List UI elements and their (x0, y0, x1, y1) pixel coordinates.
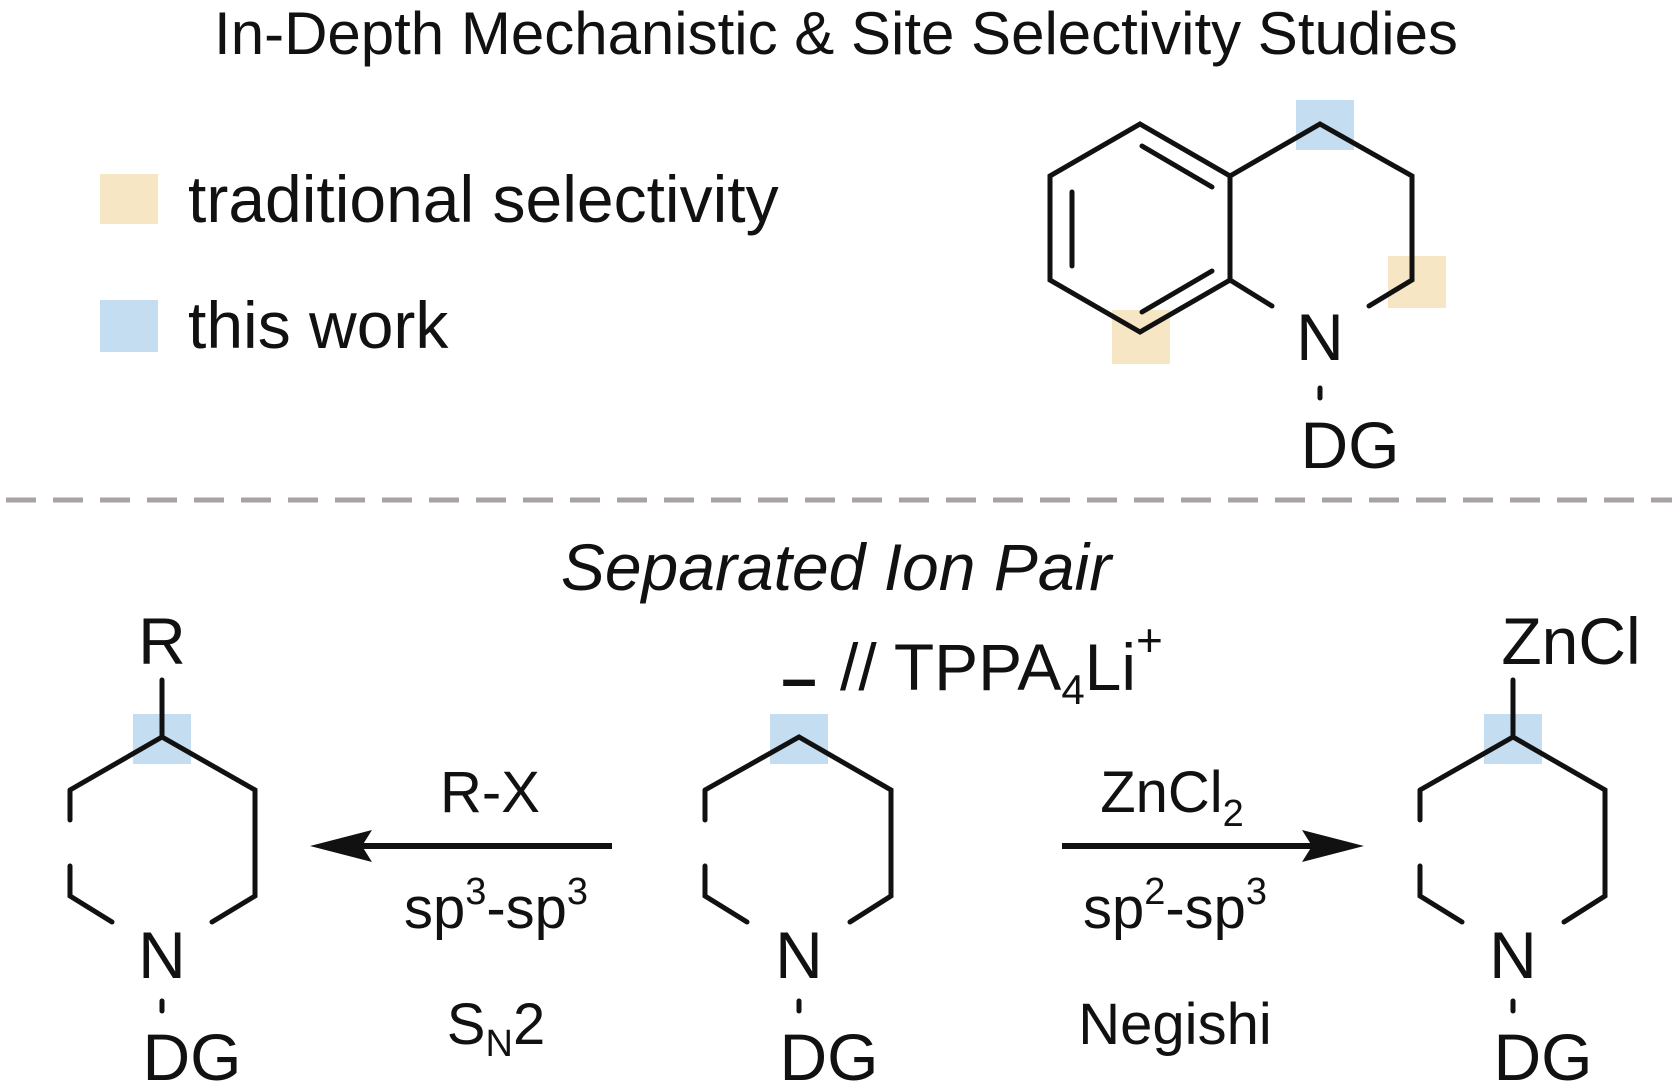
atom-label-dg-alkylated: DG (143, 1020, 242, 1088)
legend-swatch-this-work (100, 300, 158, 352)
substituent-label-zncl: ZnCl (1501, 604, 1640, 678)
arrowhead-left (310, 830, 372, 862)
atom-label-n-anion: N (775, 918, 823, 992)
reagent-label-zncl2: ZnCl2 (1100, 760, 1244, 835)
ring-bonds-alkylated (67, 734, 258, 925)
coupling-label-sp2-sp3: sp2-sp3 (1083, 871, 1267, 941)
anion-charge: – (781, 642, 817, 714)
benzene-ring-bonds (1047, 121, 1233, 335)
legend-label-traditional: traditional selectivity (188, 162, 779, 236)
ring-bonds-zincated (1417, 734, 1608, 925)
arrowhead-right (1302, 830, 1364, 862)
section-title: Separated Ion Pair (561, 530, 1114, 604)
substituent-label-r: R (138, 604, 186, 678)
highlight-c2-traditional (1388, 256, 1446, 308)
mechanism-label-negishi: Negishi (1078, 992, 1271, 1057)
atom-label-dg-anion: DG (780, 1020, 879, 1088)
left-reaction-arrow: R-X sp3-sp3 SN2 (310, 760, 612, 1065)
ring-bonds-anion (702, 734, 894, 925)
legend-label-this-work: this work (188, 288, 449, 362)
benzene-double-bonds (1069, 143, 1215, 315)
atom-label-n: N (1296, 300, 1344, 374)
legend-swatch-traditional (100, 174, 158, 224)
tetrahydroquinoline-structure: N DG (1047, 100, 1446, 482)
page-title: In-Depth Mechanistic & Site Selectivity … (214, 0, 1458, 67)
atom-label-dg: DG (1301, 408, 1400, 482)
mechanism-label-sn2: SN2 (447, 992, 545, 1065)
piperidine-anion: – // TPPA4Li+ N DG (702, 614, 1163, 1088)
saturated-ring-bonds (1227, 121, 1415, 309)
reagent-label-rx: R-X (440, 760, 540, 825)
legend: traditional selectivity this work (100, 162, 779, 362)
atom-label-n-alkylated: N (138, 918, 186, 992)
coupling-label-sp3-sp3: sp3-sp3 (404, 871, 588, 941)
atom-label-n-zincated: N (1489, 918, 1537, 992)
piperidine-alkylated: R N DG (67, 604, 258, 1088)
right-reaction-arrow: ZnCl2 sp2-sp3 Negishi (1062, 760, 1364, 1057)
counterion-label: // TPPA4Li+ (840, 614, 1163, 713)
atom-label-dg-zincated: DG (1494, 1020, 1593, 1088)
piperidine-zincated: ZnCl N DG (1417, 604, 1641, 1088)
